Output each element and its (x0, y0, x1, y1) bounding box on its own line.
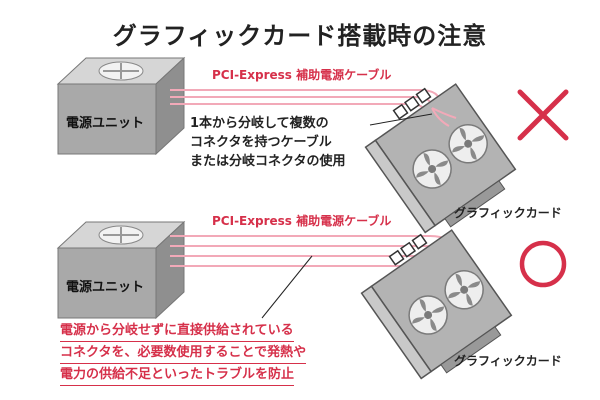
note-bottom-line: 電力の供給不足といったトラブルを防止 (60, 364, 295, 386)
note-bottom-line: コネクタを、必要数使用することで発熱や (60, 342, 307, 364)
note-top-line: コネクタを持つケーブル (190, 135, 332, 150)
psu-bottom (56, 220, 186, 320)
page-title: グラフィックカード搭載時の注意 (112, 22, 488, 50)
psu-top (56, 56, 186, 156)
note-bottom: 電源から分岐せずに直接供給されている コネクタを、必要数使用することで発熱や 電… (60, 320, 390, 386)
gpu-label-bottom: グラフィックカード (454, 354, 562, 368)
cable-label-top: PCI-Express 補助電源ケーブル (212, 68, 392, 82)
note-top: 1本から分岐して複数の コネクタを持つケーブル または分岐コネクタの使用 (190, 114, 390, 171)
graphics-card-bottom (360, 229, 513, 380)
graphics-card-top (364, 83, 517, 234)
note-pointer-bottom (261, 255, 313, 319)
cable-label-bottom: PCI-Express 補助電源ケーブル (212, 214, 392, 228)
note-bottom-line: 電源から分岐せずに直接供給されている (60, 320, 294, 342)
cross-mark-icon (517, 89, 569, 141)
gpu-label-top: グラフィックカード (454, 206, 562, 220)
note-top-line: 1本から分岐して複数の (190, 116, 329, 131)
circle-mark-icon (519, 240, 567, 288)
note-pointer-top (369, 113, 433, 126)
psu-label-top: 電源ユニット (66, 116, 145, 131)
note-top-line: または分岐コネクタの使用 (190, 154, 346, 169)
split-cable-top (431, 107, 457, 127)
psu-label-bottom: 電源ユニット (66, 280, 145, 295)
